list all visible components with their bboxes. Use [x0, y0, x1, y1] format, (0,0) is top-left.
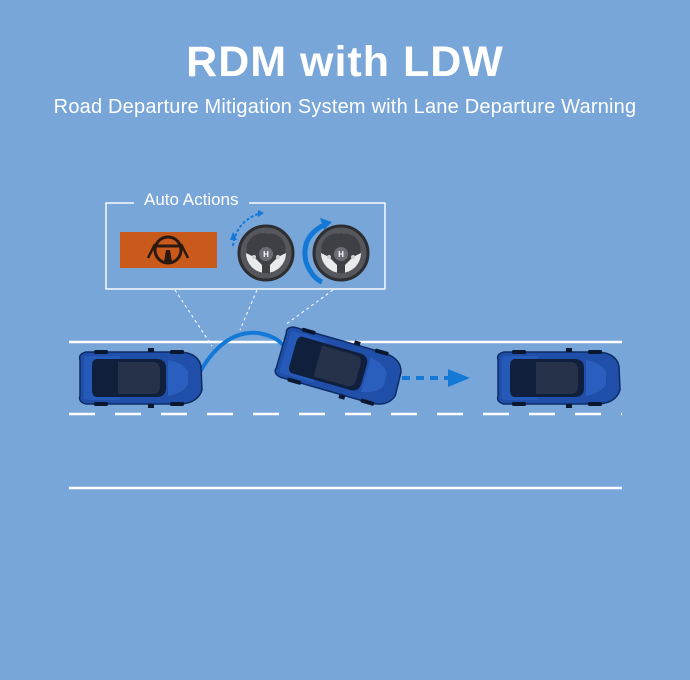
auto-actions-label: Auto Actions	[134, 190, 249, 210]
page-subtitle: Road Departure Mitigation System with La…	[53, 96, 637, 118]
lane-departure-warning-icon	[120, 232, 217, 268]
car-start	[78, 347, 203, 409]
steering-wheel-icon	[302, 218, 370, 285]
car-departing	[271, 320, 408, 414]
car-corrected	[496, 347, 621, 409]
trajectory-path	[198, 330, 286, 373]
arrow-head-icon	[448, 369, 470, 387]
steering-wheel-icon	[230, 210, 295, 282]
page-title: RDM with LDW	[186, 38, 504, 86]
connector-lines	[174, 289, 334, 347]
